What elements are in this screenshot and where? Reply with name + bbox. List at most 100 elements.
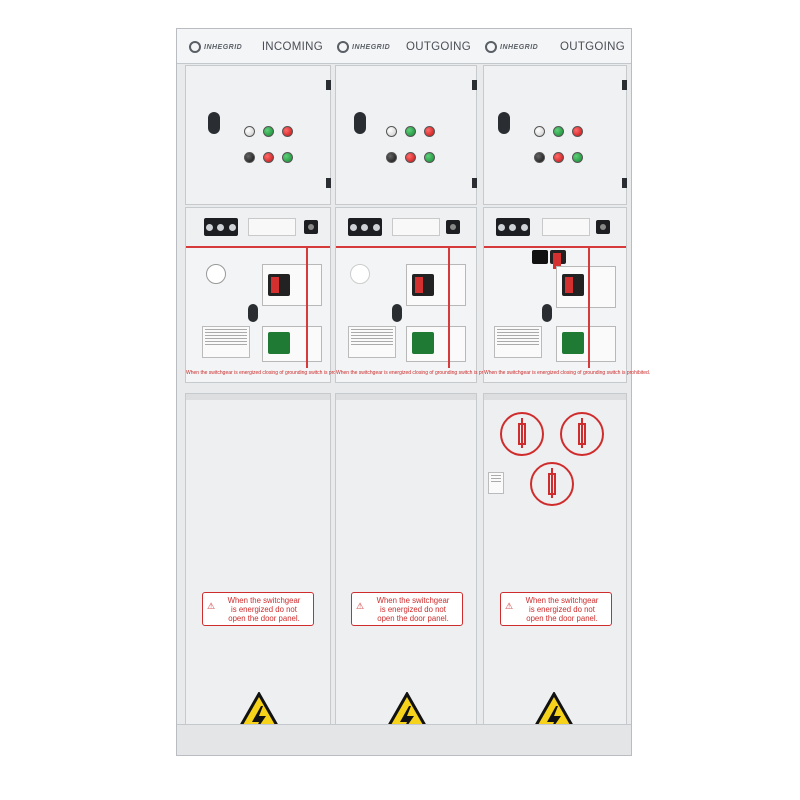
operating-shaft-icon[interactable] — [248, 304, 258, 322]
control-door[interactable] — [335, 65, 477, 205]
close-button[interactable] — [572, 152, 583, 163]
control-buttons — [534, 152, 583, 163]
operating-shaft-icon[interactable] — [542, 304, 552, 322]
instruction-label — [348, 326, 396, 358]
logo-mark-icon — [337, 41, 349, 53]
close-button[interactable] — [424, 152, 435, 163]
door-warning-line: open the door panel. — [526, 614, 598, 623]
open-button[interactable] — [553, 152, 564, 163]
unit-header: INHEGRID OUTGOING — [329, 29, 477, 63]
earth-switch-indicator[interactable] — [412, 332, 434, 354]
door-handle-icon[interactable] — [354, 112, 366, 134]
door-warning-line: When the switchgear — [227, 596, 301, 605]
control-buttons — [244, 152, 293, 163]
indicator-light-white — [386, 126, 397, 137]
logo-mark-icon — [485, 41, 497, 53]
cable-compartment-door[interactable]: ⚠ When the switchgear is energized do no… — [185, 393, 331, 747]
interlock-warning: When the switchgear is energized closing… — [186, 370, 353, 376]
door-warning-line: When the switchgear — [376, 596, 450, 605]
door-warning-line: open the door panel. — [377, 614, 449, 623]
label-plate — [542, 218, 590, 236]
load-switch-indicator[interactable] — [412, 274, 434, 296]
fuse-symbol-icon — [530, 462, 574, 506]
unit-name-label: OUTGOING — [405, 41, 471, 53]
load-switch-indicator[interactable] — [268, 274, 290, 296]
unit-header: INHEGRID INCOMING — [177, 29, 329, 63]
door-warning-text: When the switchgear is energized do not … — [217, 596, 311, 623]
hinge-icon — [622, 178, 627, 188]
door-lip — [336, 394, 476, 400]
fuse-compartment-door[interactable]: ⚠ When the switchgear is energized do no… — [483, 393, 627, 747]
fuse-symbol-icon — [560, 412, 604, 456]
door-warning-line: open the door panel. — [228, 614, 300, 623]
indicator-lights — [244, 126, 293, 137]
voltage-indicator — [496, 218, 530, 236]
fuse-trip-indicator-red — [550, 250, 566, 269]
door-handle-icon[interactable] — [498, 112, 510, 134]
cabinet-header — [177, 29, 631, 64]
door-warning-line: is energized do not — [231, 605, 297, 614]
instrument-strip — [336, 208, 476, 248]
cabinet-base — [177, 724, 631, 755]
logo-mark-icon — [189, 41, 201, 53]
indicator-light-red — [424, 126, 435, 137]
load-switch-indicator[interactable] — [562, 274, 584, 296]
control-buttons — [386, 152, 435, 163]
brand-name: INHEGRID — [204, 43, 243, 51]
door-warning-text: When the switchgear is energized do not … — [366, 596, 460, 623]
hinge-icon — [326, 80, 331, 90]
warning-triangle-icon: ⚠ — [207, 601, 216, 611]
mechanism-panel: When the switchgear is energized closing… — [335, 207, 502, 383]
voltage-indicator — [348, 218, 382, 236]
unit-incoming: INHEGRID INCOMING — [177, 29, 353, 755]
label-plate — [248, 218, 296, 236]
indicator-light-red — [572, 126, 583, 137]
earth-switch-indicator[interactable] — [562, 332, 584, 354]
operating-shaft-icon[interactable] — [392, 304, 402, 322]
indicator-light-red — [282, 126, 293, 137]
indicator-light-green — [263, 126, 274, 137]
cable-compartment-door[interactable]: ⚠ When the switchgear is energized do no… — [335, 393, 477, 747]
indicator-lights — [534, 126, 583, 137]
voltage-indicator — [204, 218, 238, 236]
brand-name: INHEGRID — [500, 43, 539, 51]
local-remote-selector[interactable] — [386, 152, 397, 163]
unit-name-label: INCOMING — [261, 41, 323, 53]
door-warning-line: is energized do not — [380, 605, 446, 614]
hinge-icon — [622, 80, 627, 90]
open-button[interactable] — [263, 152, 274, 163]
earth-switch-indicator[interactable] — [268, 332, 290, 354]
gauge-blank — [350, 264, 370, 284]
unit-outgoing-1: INHEGRID OUTGOING — [329, 29, 502, 755]
close-button[interactable] — [282, 152, 293, 163]
label-plate — [392, 218, 440, 236]
switchgear-cabinet: INHEGRID INCOMING — [176, 28, 650, 756]
unit-header: INHEGRID OUTGOING — [477, 29, 631, 63]
instrument-strip — [186, 208, 330, 248]
control-door[interactable] — [483, 65, 627, 205]
local-remote-selector[interactable] — [244, 152, 255, 163]
door-handle-icon[interactable] — [208, 112, 220, 134]
mechanism-panel: When the switchgear is energized closing… — [483, 207, 650, 383]
local-remote-selector[interactable] — [534, 152, 545, 163]
door-warning-label: ⚠ When the switchgear is energized do no… — [202, 592, 314, 626]
hinge-icon — [326, 178, 331, 188]
door-warning-label: ⚠ When the switchgear is energized do no… — [500, 592, 612, 626]
instruction-label — [202, 326, 250, 358]
control-door[interactable] — [185, 65, 331, 205]
door-lip — [186, 394, 330, 400]
key-lock-icon[interactable] — [596, 220, 610, 234]
indicator-light-green — [553, 126, 564, 137]
pressure-gauge — [206, 264, 226, 284]
door-lip — [484, 394, 626, 400]
hinge-icon — [472, 178, 477, 188]
brand-name: INHEGRID — [352, 43, 391, 51]
door-warning-label: ⚠ When the switchgear is energized do no… — [351, 592, 463, 626]
key-lock-icon[interactable] — [446, 220, 460, 234]
instrument-strip — [484, 208, 626, 248]
warning-triangle-icon: ⚠ — [505, 601, 514, 611]
open-button[interactable] — [405, 152, 416, 163]
fuse-trip-indicator — [532, 250, 548, 264]
key-lock-icon[interactable] — [304, 220, 318, 234]
mechanism-panel: When the switchgear is energized closing… — [185, 207, 353, 383]
